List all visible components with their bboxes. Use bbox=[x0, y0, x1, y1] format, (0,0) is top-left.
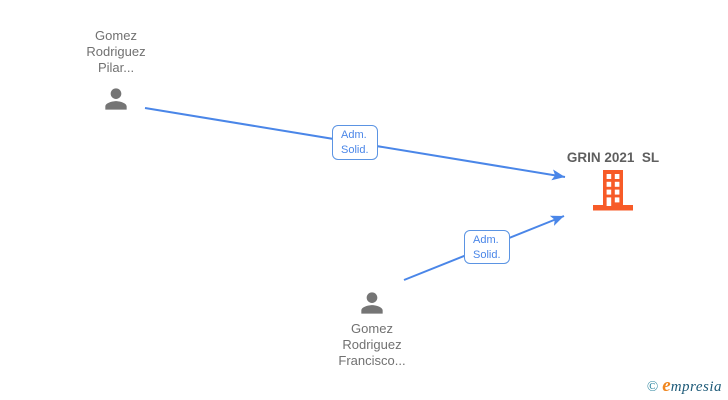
edge-label-top-line2: Solid. bbox=[341, 144, 369, 156]
company-name: GRIN 2021 SL bbox=[566, 150, 660, 165]
edge-label-top: Adm. Solid. bbox=[332, 125, 378, 160]
person-top-name-line2: Rodriguez bbox=[86, 44, 146, 59]
node-person-bottom[interactable]: Gomez Rodriguez Francisco... bbox=[302, 287, 442, 369]
node-person-top[interactable]: Gomez Rodriguez Pilar... bbox=[46, 28, 186, 115]
person-bottom-name: Gomez Rodriguez Francisco... bbox=[302, 321, 442, 369]
empresia-logo-initial: e bbox=[662, 375, 671, 396]
person-icon bbox=[105, 88, 127, 110]
empresia-watermark: ©empresia bbox=[647, 375, 722, 397]
company-building-icon bbox=[593, 170, 633, 211]
person-top-name-line1: Gomez bbox=[95, 28, 137, 43]
edge-label-top-line1: Adm. bbox=[341, 129, 367, 141]
edge-label-bottom-line2: Solid. bbox=[473, 249, 501, 261]
edge-label-bottom-line1: Adm. bbox=[473, 234, 499, 246]
empresia-logo-text: mpresia bbox=[670, 379, 722, 395]
person-bottom-name-line2: Rodriguez bbox=[342, 337, 402, 352]
person-icon bbox=[361, 292, 383, 314]
node-company[interactable]: GRIN 2021 SL bbox=[533, 150, 693, 216]
person-bottom-name-line3: Francisco... bbox=[338, 353, 406, 368]
person-top-name: Gomez Rodriguez Pilar... bbox=[46, 28, 186, 76]
edge-label-bottom: Adm. Solid. bbox=[464, 230, 510, 264]
person-bottom-name-line1: Gomez bbox=[351, 321, 393, 336]
person-top-name-line3: Pilar... bbox=[97, 60, 135, 75]
copyright-icon: © bbox=[646, 379, 659, 395]
